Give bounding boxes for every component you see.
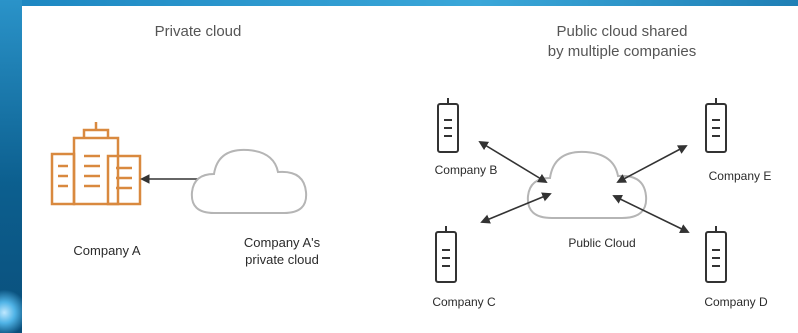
company-d-building-icon	[705, 226, 727, 283]
company-c-building-icon	[435, 226, 457, 283]
company-b-building-icon	[437, 98, 459, 153]
company-c-label: Company C	[432, 295, 496, 309]
company-d-label: Company D	[704, 295, 768, 309]
company-c-link-arrow-icon	[480, 192, 552, 224]
company-b-link-arrow-icon	[478, 141, 548, 183]
diagram-canvas	[50, 98, 727, 283]
decorative-glow	[0, 282, 22, 333]
company-a-cloud-label: Company A's private cloud	[243, 235, 321, 267]
slide-frame-top	[0, 0, 798, 6]
public-cloud-label: Public Cloud	[568, 236, 636, 250]
company-a-buildings-icon	[50, 122, 142, 206]
private-cloud-icon	[190, 148, 308, 214]
company-b-label: Company B	[434, 163, 498, 177]
private-cloud-title: Private cloud	[154, 23, 242, 40]
company-e-building-icon	[705, 98, 727, 153]
company-d-link-arrow-icon	[612, 195, 690, 233]
company-a-label: Company A	[73, 243, 141, 258]
diagram-panel: Private cloud Public cloud shared by mul…	[22, 6, 798, 333]
public-cloud-icon	[526, 150, 648, 219]
company-e-link-arrow-icon	[616, 145, 688, 183]
slide-frame-left	[0, 0, 22, 333]
public-cloud-title: Public cloud shared by multiple companie…	[547, 23, 697, 60]
company-e-label: Company E	[708, 169, 772, 183]
